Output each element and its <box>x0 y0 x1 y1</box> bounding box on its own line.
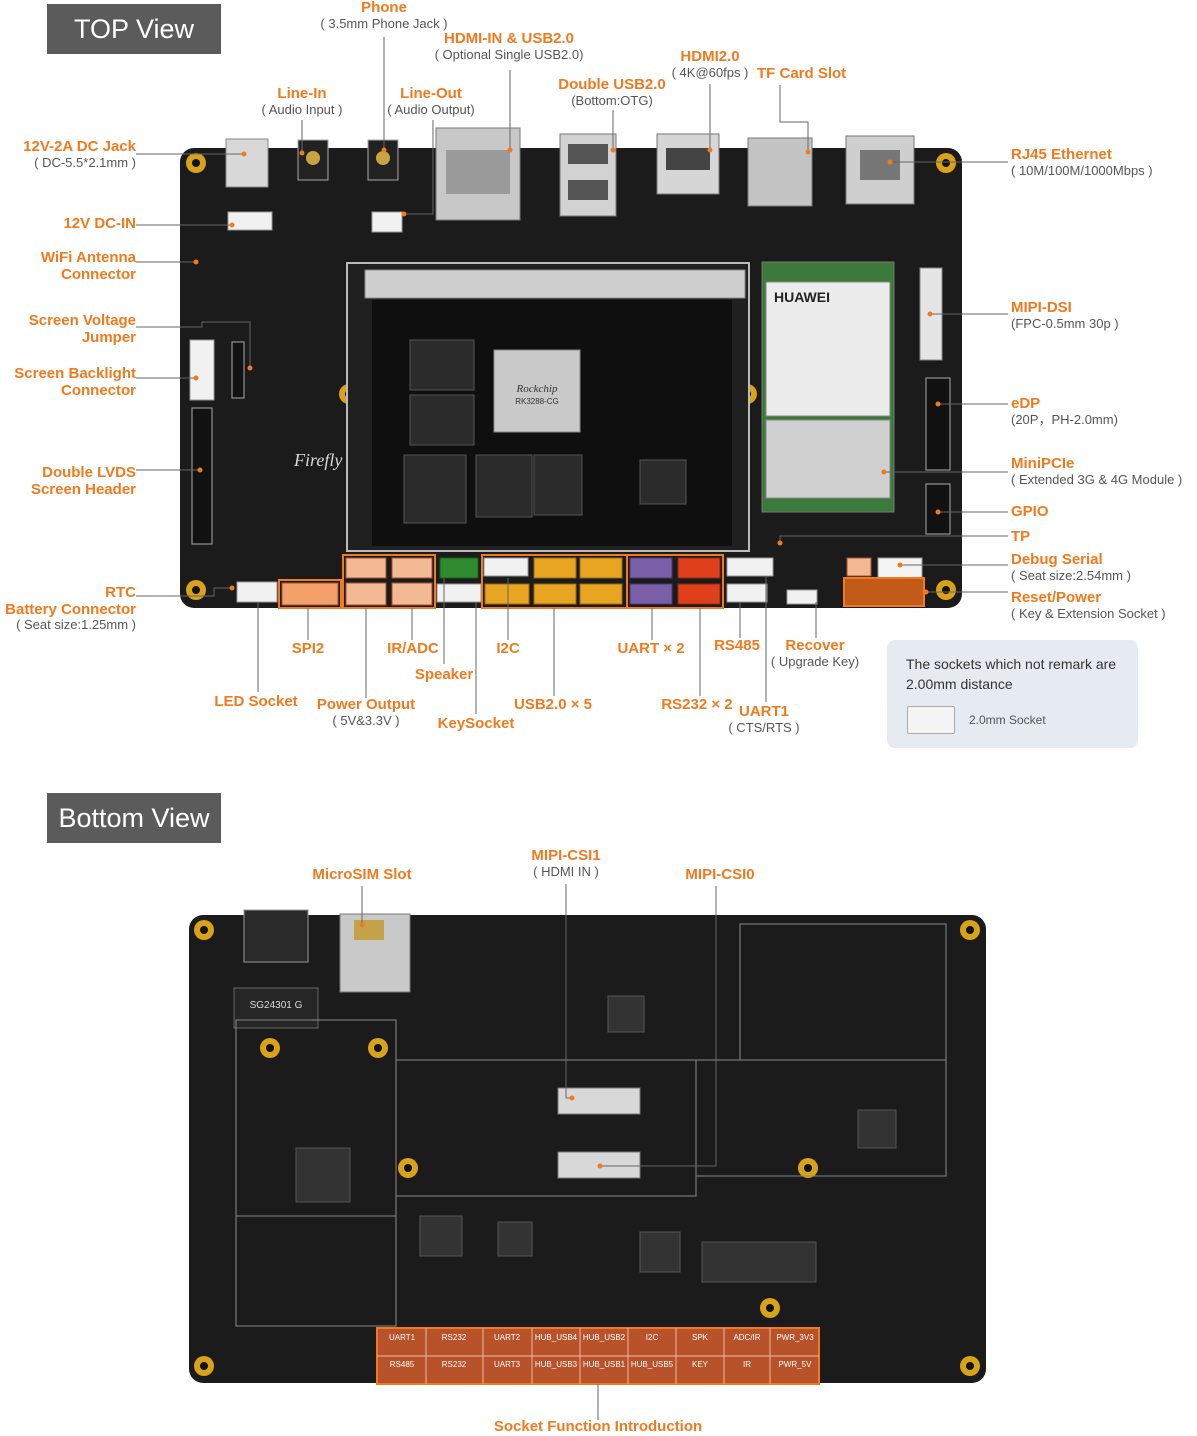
socket-r1-7: ADC/IR <box>733 1333 760 1342</box>
socket-r1-4: HUB_USB2 <box>583 1333 626 1342</box>
label-tf-card: TF Card Slot <box>757 65 847 82</box>
socket-icon <box>907 706 955 734</box>
label-csi0: MIPI-CSI0 <box>685 866 755 883</box>
socket-note: The sockets which not remark are 2.00mm … <box>887 640 1138 748</box>
label-dc-jack: 12V-2A DC Jack( DC-5.5*2.1mm ) <box>23 138 136 170</box>
label-rj45: RJ45 Ethernet( 10M/100M/1000Mbps ) <box>1011 146 1153 178</box>
label-socket-fn: Socket Function Introduction <box>493 1418 703 1435</box>
transformer-label: SG24301 G <box>250 1000 303 1011</box>
socket-r1-2: UART2 <box>494 1333 521 1342</box>
label-power-out: Power Output( 5V&3.3V ) <box>316 696 416 728</box>
bottom-view-tag: Bottom View <box>47 793 221 843</box>
label-spi2: SPI2 <box>291 640 325 657</box>
label-uart2: UART × 2 <box>617 640 685 657</box>
socket-r2-0: RS485 <box>390 1360 415 1369</box>
label-i2c: I2C <box>496 640 520 657</box>
chip-brand: Rockchip <box>516 383 558 395</box>
label-double-usb: Double USB2.0(Bottom:OTG) <box>558 76 666 108</box>
socket-r2-1: RS232 <box>442 1360 467 1369</box>
socket-r2-6: KEY <box>692 1360 709 1369</box>
label-gpio: GPIO <box>1011 503 1049 520</box>
label-usb5: USB2.0 × 5 <box>514 696 592 713</box>
socket-r2-5: HUB_USB5 <box>631 1360 674 1369</box>
label-hdmi-in-usb: HDMI-IN & USB2.0( Optional Single USB2.0… <box>434 30 584 62</box>
socket-r1-1: RS232 <box>442 1333 467 1342</box>
chip-model: RK3288-CG <box>515 397 559 406</box>
label-reset: Reset/Power( Key & Extension Socket ) <box>1011 589 1166 621</box>
socket-r2-8: PWR_5V <box>779 1360 813 1369</box>
label-uart1: UART1( CTS/RTS ) <box>728 703 800 735</box>
socket-r2-4: HUB_USB1 <box>583 1360 626 1369</box>
label-debug: Debug Serial( Seat size:2.54mm ) <box>1011 551 1131 583</box>
socket-r1-8: PWR_3V3 <box>776 1333 814 1342</box>
socket-r1-3: HUB_USB4 <box>535 1333 578 1342</box>
label-tp: TP <box>1011 528 1031 545</box>
label-line-out: Line-Out( Audio Output) <box>387 85 475 117</box>
label-rs232: RS232 × 2 <box>661 696 733 713</box>
socket-note-text: The sockets which not remark are 2.00mm … <box>906 656 1117 692</box>
socket-r2-3: HUB_USB3 <box>535 1360 578 1369</box>
label-keysocket: KeySocket <box>437 715 515 732</box>
top-view-tag: TOP View <box>47 4 221 54</box>
label-line-in: Line-In( Audio Input ) <box>261 85 343 117</box>
label-speaker: Speaker <box>414 666 474 683</box>
label-rs485: RS485 <box>714 637 760 654</box>
socket-r1-0: UART1 <box>389 1333 416 1342</box>
firefly-logo: Firefly <box>293 450 342 470</box>
socket-note-label: 2.0mm Socket <box>969 713 1046 727</box>
socket-r1-6: SPK <box>692 1333 709 1342</box>
label-ir-adc: IR/ADC <box>387 640 439 657</box>
label-dc-in: 12V DC-IN <box>63 215 136 232</box>
label-csi1: MIPI-CSI1( HDMI IN ) <box>531 847 601 879</box>
socket-r1-5: I2C <box>646 1333 659 1342</box>
label-led: LED Socket <box>214 693 298 710</box>
module-brand: HUAWEI <box>774 289 830 305</box>
socket-r2-7: IR <box>743 1360 751 1369</box>
label-hdmi2: HDMI2.0( 4K@60fps ) <box>671 48 749 80</box>
label-phone: Phone( 3.5mm Phone Jack ) <box>320 0 448 31</box>
label-mipi-dsi: MIPI-DSI(FPC-0.5mm 30p ) <box>1011 299 1119 331</box>
label-recover: Recover( Upgrade Key) <box>770 637 860 669</box>
socket-r2-2: UART3 <box>494 1360 521 1369</box>
label-microsim: MicroSIM Slot <box>312 866 412 883</box>
label-minipcie: MiniPCIe( Extended 3G & 4G Module ) <box>1011 455 1183 487</box>
label-edp: eDP(20P，PH-2.0mm) <box>1011 395 1118 427</box>
